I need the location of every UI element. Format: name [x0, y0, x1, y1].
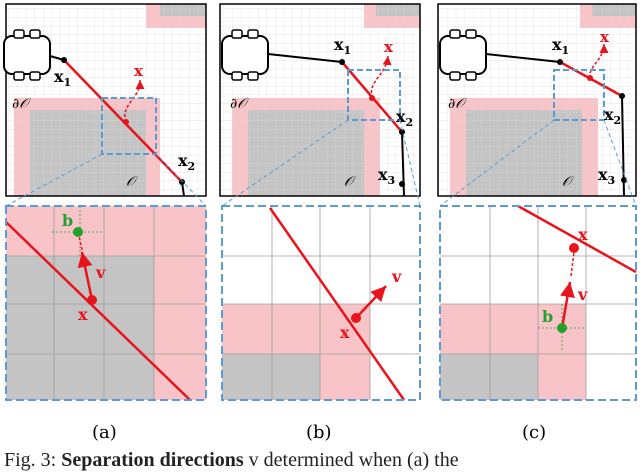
caption-a: (a)	[92, 422, 117, 443]
label-b: b	[62, 211, 73, 230]
label-x2: x2	[178, 151, 195, 173]
point-b	[73, 227, 83, 237]
svg-text:x1: x1	[334, 35, 351, 57]
panel-a-zoom: b v x	[5, 205, 207, 401]
waypoint-x1	[61, 57, 67, 63]
svg-text:x: x	[340, 323, 350, 342]
svg-text:x3: x3	[378, 165, 395, 187]
label-v: v	[95, 263, 106, 282]
caption-b: (b)	[306, 422, 332, 443]
panel-b: x1 x2 x3 x ∂𝒪 𝒪 v x (b)	[219, 3, 421, 443]
svg-text:x1: x1	[552, 35, 569, 57]
panel-c-zoom: x v b	[439, 204, 637, 401]
svg-text:v: v	[391, 267, 402, 286]
label-x: x	[134, 62, 144, 80]
zoom-region	[101, 97, 157, 155]
caption-rest: v determined when (a) the	[243, 449, 459, 471]
panel-a: x1 x2 x ∂𝒪 𝒪	[3, 3, 207, 443]
zoom-region	[347, 69, 401, 121]
dashed-direction-arrow	[124, 79, 145, 123]
waypoint-x2	[179, 179, 185, 185]
panel-b-zoom: v x	[221, 205, 421, 401]
svg-text:x: x	[384, 38, 394, 56]
svg-text:b: b	[542, 307, 553, 326]
caption-bold: Separation directions	[61, 449, 244, 471]
svg-text:∂𝒪: ∂𝒪	[230, 96, 249, 112]
svg-text:x: x	[600, 28, 610, 46]
panel-c: x1 x2 x3 x ∂𝒪 𝒪 x	[437, 3, 637, 443]
robot-icon	[439, 29, 487, 81]
label-x1: x1	[54, 67, 71, 89]
path-segment-x1-x2	[63, 59, 183, 183]
caption-prefix: Fig. 3:	[4, 449, 62, 471]
panel-c-map	[437, 3, 637, 197]
robot-icon	[3, 29, 51, 81]
caption-c: (c)	[522, 422, 546, 443]
label-boundary: ∂𝒪	[12, 96, 31, 112]
svg-text:x2: x2	[604, 105, 621, 127]
label-x-zoom: x	[78, 305, 88, 324]
svg-text:x2: x2	[396, 107, 413, 129]
figure-caption: Fig. 3: Separation directions v determin…	[0, 448, 640, 472]
svg-text:x: x	[578, 225, 588, 244]
point-x-zoom	[87, 295, 97, 305]
svg-text:x3: x3	[598, 165, 615, 187]
svg-text:∂𝒪: ∂𝒪	[448, 96, 467, 112]
svg-text:v: v	[577, 285, 588, 304]
zoom-region	[553, 69, 605, 121]
robot-icon	[221, 29, 269, 81]
